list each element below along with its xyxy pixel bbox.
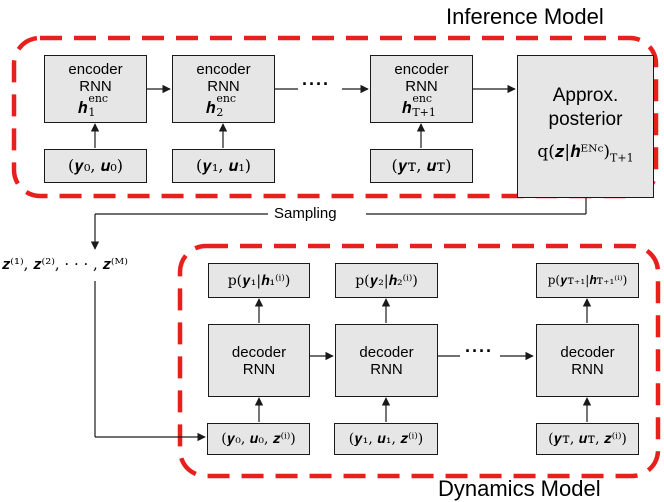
input-y0-u0-z: (𝒚₀, 𝒖₀, 𝒛⁽ⁱ⁾)	[207, 423, 310, 455]
output-p-yT1: p(𝒚ᴛ₊₁|𝒉ᴛ₊₁⁽ⁱ⁾)	[536, 263, 639, 298]
rnn-label: RNN	[79, 77, 112, 95]
input-yT-uT: (𝒚ᴛ, 𝒖ᴛ)	[370, 149, 473, 183]
output-p-y2: p(𝒚₂|𝒉₂⁽ⁱ⁾)	[335, 263, 438, 298]
decoder-rnn-1: decoder RNN	[208, 324, 310, 397]
posterior-formula: q(𝒛|𝒉ᴱᴺᶜ)T+1	[537, 142, 634, 165]
output-p-y1: p(𝒚₁|𝒉₁⁽ⁱ⁾)	[208, 263, 310, 298]
decoder-rnn-2: decoder RNN	[335, 324, 438, 397]
rnn-label: RNN	[207, 77, 240, 95]
inference-frame	[11, 35, 659, 199]
input-y1-u1: (𝒚₁, 𝒖₁)	[172, 149, 275, 183]
dynamics-frame	[177, 243, 661, 479]
approx-label: Approx.	[552, 85, 619, 107]
samples-z: 𝒛⁽¹⁾, 𝒛⁽²⁾, · · · , 𝒛⁽ᴹ⁾	[2, 255, 128, 273]
encoder-ellipsis: ····	[302, 74, 330, 94]
encoder-label: encoder	[394, 60, 449, 78]
encoder-label: encoder	[68, 60, 123, 78]
decoder-ellipsis: ····	[465, 341, 493, 361]
inference-model-title: Inference Model	[446, 4, 604, 29]
sampling-label: Sampling	[270, 205, 341, 222]
encoder-label: encoder	[196, 60, 251, 78]
connector-lines	[90, 84, 592, 442]
input-y0-u0: (𝒚₀, 𝒖₀)	[44, 149, 147, 183]
input-yT-uT-z: (𝒚ᴛ, 𝒖ᴛ, 𝒛⁽ⁱ⁾)	[536, 423, 639, 455]
input-y1-u1-z: (𝒚₁, 𝒖₁, 𝒛⁽ⁱ⁾)	[334, 423, 438, 455]
approx-posterior: Approx. posterior q(𝒛|𝒉ᴱᴺᶜ)T+1	[517, 55, 654, 198]
rnn-label: RNN	[405, 77, 438, 95]
posterior-label: posterior	[548, 109, 623, 131]
decoder-rnn-last: decoder RNN	[536, 324, 639, 397]
dynamics-model-title: Dynamics Model	[438, 476, 601, 501]
